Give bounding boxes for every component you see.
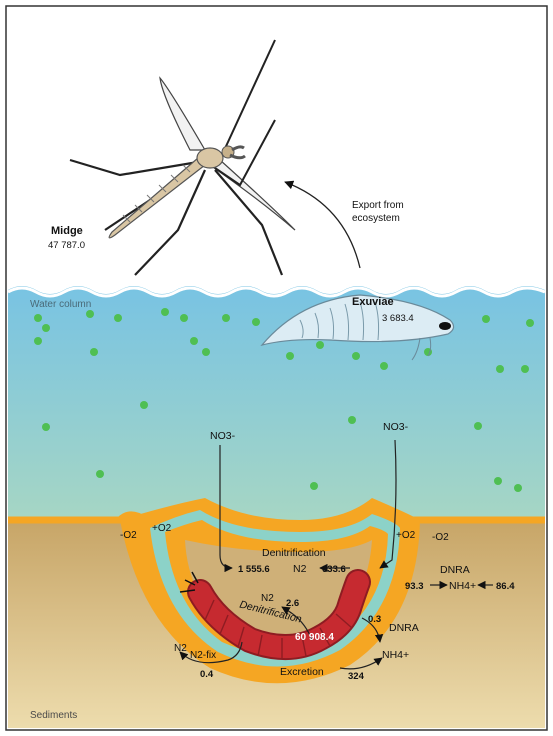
dnra-lower-label: DNRA bbox=[389, 622, 419, 634]
nh4-right-label: NH4+ bbox=[449, 580, 476, 592]
excretion-label: Excretion bbox=[280, 666, 324, 678]
midge-value: 47 787.0 bbox=[48, 240, 85, 251]
midge-title: Midge bbox=[51, 225, 83, 237]
denitrification-right-value: 633.6 bbox=[322, 564, 346, 575]
dnra-right-label: DNRA bbox=[440, 564, 470, 576]
denitrification-in-value: 1 555.6 bbox=[238, 564, 270, 575]
dnra-right-value: 86.4 bbox=[496, 581, 515, 592]
exuviae-title: Exuviae bbox=[352, 296, 394, 308]
larva-value: 60 908.4 bbox=[295, 632, 334, 643]
n2-fix-value: 0.4 bbox=[200, 669, 214, 680]
n2-fix-n2-label: N2 bbox=[174, 643, 187, 654]
denitrification-label: Denitrification bbox=[262, 547, 326, 559]
larva-small-value: 0.3 bbox=[368, 614, 381, 625]
water-column-label: Water column bbox=[30, 299, 91, 310]
no3-right-label: NO3- bbox=[383, 421, 409, 433]
exuviae-value: 3 683.4 bbox=[382, 313, 414, 324]
minus-o2-left: -O2 bbox=[120, 530, 137, 541]
dnra-left-value: 93.3 bbox=[405, 581, 424, 592]
n2-center-label: N2 bbox=[293, 563, 307, 575]
minus-o2-right: -O2 bbox=[432, 532, 449, 543]
n2-fix-label: N2-fix bbox=[190, 650, 216, 661]
plus-o2-left: +O2 bbox=[152, 523, 172, 534]
sediments-label: Sediments bbox=[30, 710, 77, 721]
export-label-line2: ecosystem bbox=[352, 213, 400, 224]
export-label-line1: Export from bbox=[352, 200, 404, 211]
no3-left-label: NO3- bbox=[210, 430, 236, 442]
nh4-lower-label: NH4+ bbox=[382, 649, 409, 661]
n2-small-label: N2 bbox=[261, 593, 274, 604]
water-column-area bbox=[8, 286, 545, 520]
excretion-value: 324 bbox=[348, 671, 365, 682]
n2-small-value: 2.6 bbox=[286, 598, 299, 609]
plus-o2-right: +O2 bbox=[396, 530, 416, 541]
